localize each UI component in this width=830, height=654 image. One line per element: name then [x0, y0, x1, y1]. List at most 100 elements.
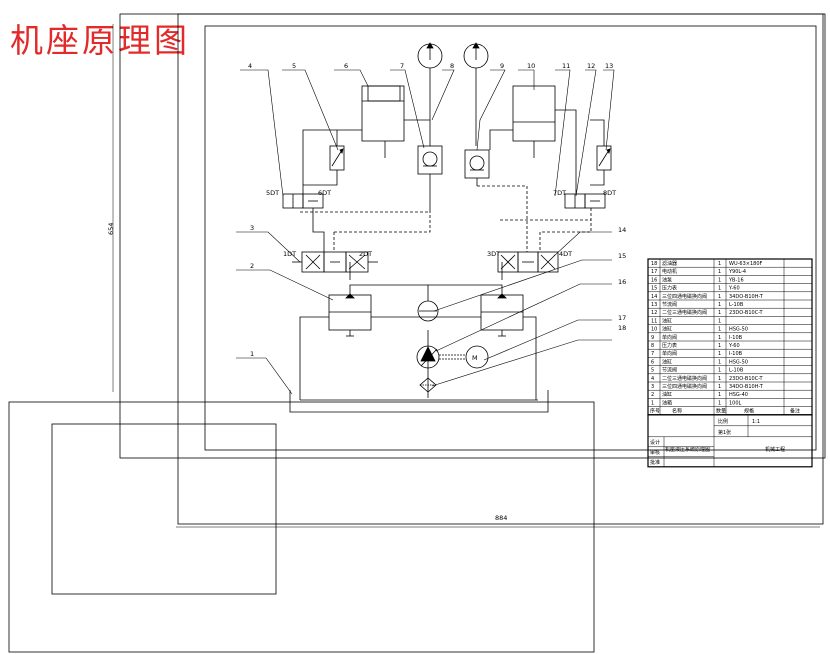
- bom-row-name: 节流阀: [662, 301, 677, 308]
- bom-header-cell: 序号: [650, 408, 660, 415]
- bom-row-qty: 1: [718, 269, 721, 275]
- bom-row-qty: 1: [718, 343, 721, 349]
- callout-12: 12: [587, 62, 595, 70]
- bom-row-no: 14: [651, 294, 657, 300]
- bom-row-no: 11: [651, 318, 657, 324]
- bom-row-name: 油箱: [662, 399, 672, 406]
- bom-row-qty: 1: [718, 368, 721, 374]
- bom-row-spec: HSG-40: [729, 392, 748, 398]
- bom-row-qty: 1: [718, 384, 721, 390]
- bom-row-qty: 1: [718, 335, 721, 341]
- check-valve-7: [417, 145, 443, 210]
- bom-row-qty: 1: [718, 286, 721, 292]
- title-block-scale-label: 比例: [718, 418, 728, 425]
- bom-row-name: 油缸: [662, 391, 672, 398]
- bom-header-cell: 名称: [672, 408, 682, 415]
- title-block-designer: 设计: [650, 439, 660, 446]
- bom-row-name: 油缸: [662, 326, 672, 333]
- page-title: 机座原理图: [10, 21, 190, 60]
- bom-row-no: 7: [651, 351, 654, 357]
- callout-9: 9: [500, 62, 504, 70]
- drawing-frames: [8, 13, 826, 653]
- bom-row-qty: 1: [718, 359, 721, 365]
- bom-row-no: 16: [651, 277, 657, 283]
- sol-7dt-text: 7DT: [553, 189, 566, 197]
- bom-row-spec: 23DO-B10C-T: [729, 376, 764, 382]
- bom-row-no: 8: [651, 343, 654, 349]
- pump-motor-group: M: [416, 300, 489, 398]
- check-valve-9: [464, 149, 490, 186]
- callout-14: 14: [618, 226, 626, 234]
- bom-row-spec: Y-60: [728, 286, 740, 292]
- callout-2: 2: [250, 262, 254, 270]
- bom-row-name: 单向阀: [662, 334, 677, 341]
- sol-6dt-text: 6DT: [318, 189, 331, 197]
- title-block-drawing-name: 机座液压系统原理图: [665, 446, 710, 453]
- svg-text:M: M: [472, 354, 478, 362]
- bom-row-no: 15: [651, 286, 657, 292]
- bom-row-spec: I-10B: [729, 351, 743, 357]
- bom-row-no: 1: [651, 400, 654, 406]
- bom-header-cell: 数量: [716, 408, 726, 415]
- oil-tank: [289, 390, 549, 413]
- callout-10: 10: [527, 62, 535, 70]
- callout-5: 5: [292, 62, 296, 70]
- title-block-approver: 批准: [650, 459, 660, 466]
- bom-row-spec: WU-63×180F: [729, 261, 763, 267]
- bom-header-cell: 规格: [744, 408, 754, 415]
- cylinder-15: [480, 291, 524, 337]
- callout-16: 16: [618, 278, 626, 286]
- callout-4: 4: [248, 62, 252, 70]
- bom-row-spec: 34DO-B10H-T: [729, 294, 764, 300]
- valve-3: [292, 251, 378, 273]
- bom-row-no: 13: [651, 302, 657, 308]
- bom-row-name: 三位四通电磁换向阀: [662, 383, 707, 390]
- bom-row-spec: L-10B: [729, 302, 744, 308]
- bom-row-name: 单向阀: [662, 350, 677, 357]
- bom-row-spec: Y90L-4: [728, 269, 746, 275]
- bom-row-no: 2: [651, 392, 654, 398]
- sol-1dt-text: 1DT: [283, 250, 296, 258]
- bom-row-spec: Y-60: [728, 343, 740, 349]
- bom-row-qty: 1: [718, 400, 721, 406]
- bom-row-name: 节流阀: [662, 367, 677, 374]
- sol-8dt-text: 8DT: [603, 189, 616, 197]
- bom-row-qty: 1: [718, 392, 721, 398]
- bom-row-spec: HSG-50: [729, 327, 748, 333]
- dim-left-text: 654: [107, 223, 115, 235]
- bom-row-spec: 100L: [729, 400, 742, 406]
- cylinder-2: [328, 291, 372, 337]
- bom-row-qty: 1: [718, 261, 721, 267]
- title-block-school: 机械工程: [765, 446, 785, 453]
- bom-row-name: 三位四通电磁换向阀: [662, 293, 707, 300]
- valve-4: [282, 193, 324, 209]
- bom-row-name: 油缸: [662, 317, 672, 324]
- bom-row-spec: I-10B: [729, 335, 743, 341]
- bom-row-no: 10: [651, 327, 657, 333]
- callout-1: 1: [250, 350, 254, 358]
- bom-row-spec: HSG-50: [729, 359, 748, 365]
- bom-row-name: 滤油器: [662, 260, 677, 267]
- bom-row-name: 压力表: [662, 285, 677, 292]
- cylinder-6: [361, 85, 405, 158]
- bom-header-cell: 备注: [790, 408, 800, 415]
- bom-row-spec: L-10B: [729, 368, 744, 374]
- bom-row-name: 电动机: [662, 268, 677, 275]
- bom-row-no: 12: [651, 310, 657, 316]
- bom-row-no: 4: [651, 376, 654, 382]
- bom-row-spec: 23DO-B10C-T: [729, 310, 764, 316]
- bom-row-name: 二位三通电磁换向阀: [662, 309, 707, 316]
- bom-row-qty: 1: [718, 327, 721, 333]
- title-block-scale-value: 1:1: [752, 419, 760, 425]
- bom-row-no: 17: [651, 269, 657, 275]
- callout-17: 17: [618, 314, 626, 322]
- throttle-valve-5: [329, 145, 345, 171]
- bom-row-qty: 1: [718, 376, 721, 382]
- bom-row-qty: 1: [718, 351, 721, 357]
- callout-13: 13: [605, 62, 613, 70]
- bom-row-no: 6: [651, 359, 654, 365]
- throttle-valve-13: [596, 145, 612, 171]
- title-block-checker: 审核: [650, 449, 660, 456]
- title-block-sheet: 第1张: [718, 429, 731, 436]
- bom-row-spec: YB-16: [728, 277, 744, 283]
